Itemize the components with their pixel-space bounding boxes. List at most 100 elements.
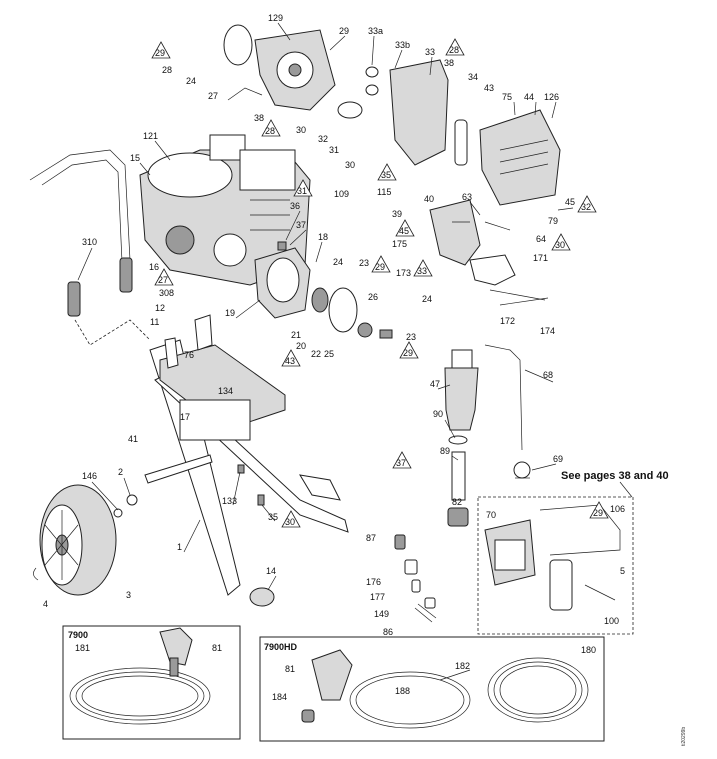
svg-text:28: 28 [449,45,459,55]
warning-ref-29: 29 [589,501,609,519]
kit-7900hd: 7900HD [259,636,605,742]
callout-22: 22 [311,349,321,359]
callout-47: 47 [430,379,440,389]
callout-70: 70 [486,510,496,520]
callout-126: 126 [544,92,559,102]
callout-28: 28 [162,65,172,75]
foot-14 [249,587,275,607]
callout-184: 184 [272,692,287,702]
warning-ref-30: 30 [551,233,571,251]
engine [139,134,311,286]
callout-82: 82 [452,497,462,507]
callout-45: 45 [565,197,575,207]
callout-63: 63 [462,192,472,202]
washer-2 [126,494,138,506]
callout-176: 176 [366,577,381,587]
callout-109: 109 [334,189,349,199]
callout-20: 20 [296,341,306,351]
warning-triangles: 29 28 28 35 31 32 45 29 30 33 27 43 29 3… [151,38,609,528]
callout-133: 133 [222,496,237,506]
svg-text:29: 29 [593,508,603,518]
callout-14: 14 [266,566,276,576]
callout-37: 37 [296,220,306,230]
callout-86: 86 [383,627,393,637]
callout-33b: 33b [395,40,410,50]
callout-23: 23 [359,258,369,268]
svg-text:32: 32 [581,202,591,212]
cart-frame [29,149,349,607]
callout-81: 81 [212,643,222,653]
callout-171: 171 [533,253,548,263]
callout-39: 39 [392,209,402,219]
callout-34: 34 [468,72,478,82]
warning-ref-33: 33 [413,259,433,277]
drive-housing [254,247,373,338]
gear-housing [223,24,336,111]
callout-35: 35 [268,512,278,522]
warning-ref-29: 29 [371,255,391,273]
sub-assembly-box [477,496,634,635]
crank-assembly [337,59,468,166]
leader-lines [77,22,574,591]
callout-149: 149 [374,609,389,619]
callout-33: 33 [425,47,435,57]
svg-text:43: 43 [285,356,295,366]
callout-4: 4 [43,599,48,609]
svg-text:33: 33 [417,266,427,276]
callout-64: 64 [536,234,546,244]
callout-38: 38 [254,113,264,123]
callout-310: 310 [82,237,97,247]
callout-12: 12 [155,303,165,313]
callout-76: 76 [184,350,194,360]
callout-106: 106 [610,504,625,514]
warning-ref-30: 30 [281,510,301,528]
callout-182: 182 [455,661,470,671]
svg-text:28: 28 [265,126,275,136]
callout-174: 174 [540,326,555,336]
callout-100: 100 [604,616,619,626]
handle-grip-left [67,281,81,317]
callout-181: 181 [75,643,90,653]
handle-grip-right [119,257,133,293]
fluid-section [444,344,531,527]
callout-32: 32 [318,134,328,144]
kit-7900hd-label: 7900HD [264,642,298,652]
kit-7900: 7900 [62,625,241,740]
callout-36: 36 [290,201,300,211]
callout-172: 172 [500,316,515,326]
callout-175: 175 [392,239,407,249]
svg-text:31: 31 [297,186,307,196]
cover-44 [479,109,561,206]
mount-plate [159,344,286,431]
callout-69: 69 [553,454,563,464]
svg-text:29: 29 [403,348,413,358]
warning-ref-31: 31 [293,179,313,197]
warning-ref-27: 27 [154,268,174,286]
pump-housing-40 [429,199,549,306]
svg-text:29: 29 [155,48,165,58]
callout-25: 25 [324,349,334,359]
callout-2: 2 [118,467,123,477]
callout-33a: 33a [368,26,383,36]
svg-text:35: 35 [381,170,391,180]
warning-ref-45: 45 [395,219,415,237]
callout-188: 188 [395,686,410,696]
callout-68: 68 [543,370,553,380]
warning-ref-29: 29 [399,341,419,359]
callout-40: 40 [424,194,434,204]
warning-ref-28: 28 [261,119,281,137]
callout-121: 121 [143,131,158,141]
svg-text:30: 30 [555,240,565,250]
callout-134: 134 [218,386,233,396]
svg-text:45: 45 [399,226,409,236]
bracket-17 [179,399,251,441]
callout-308: 308 [159,288,174,298]
warning-ref-29: 29 [151,41,171,59]
callout-31: 31 [329,145,339,155]
callout-90: 90 [433,409,443,419]
callout-173: 173 [396,268,411,278]
warning-ref-28: 28 [445,38,465,56]
wheel [33,484,138,596]
callout-87: 87 [366,533,376,543]
